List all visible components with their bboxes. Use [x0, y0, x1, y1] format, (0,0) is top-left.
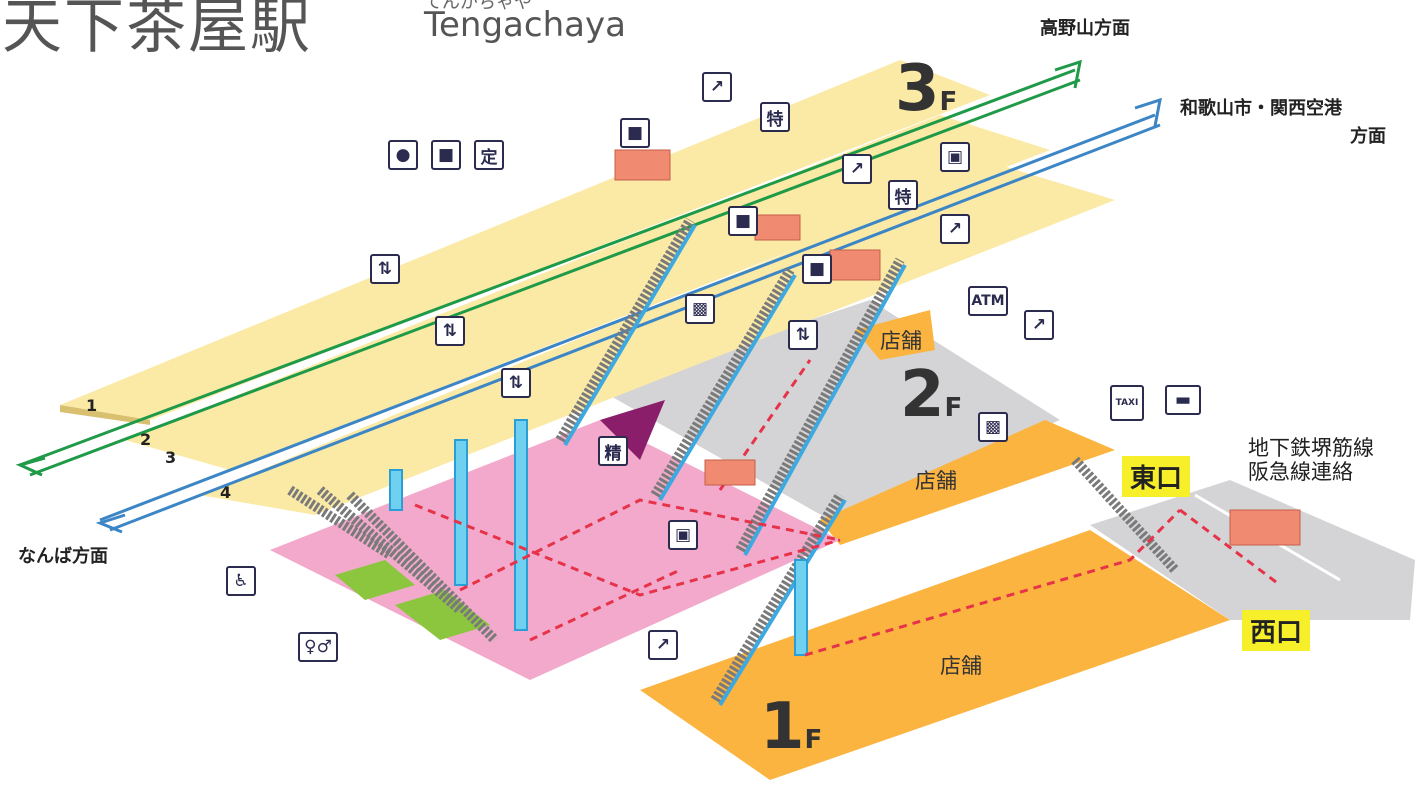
connection-hankyu: 阪急線連絡	[1248, 460, 1353, 484]
shop-label-2f: 店舗	[915, 469, 957, 493]
luggage-icon: ▩	[685, 294, 715, 324]
escalator-icon-3f-3: ↗	[940, 214, 970, 244]
elevator-icon-3: ⇅	[501, 368, 531, 398]
ticket-office-icon: ■	[431, 140, 461, 170]
platform-number-3: 3	[165, 448, 177, 467]
floor-1-number: 1	[760, 690, 805, 764]
limited-express-ticket-icon-2: 特	[888, 180, 918, 210]
escalator-icon-2f: ↗	[1024, 310, 1054, 340]
floor-label-2f: 2F	[900, 358, 962, 432]
floor-1-suffix: F	[804, 725, 823, 755]
station-name-kana: てんがちゃや	[424, 0, 532, 13]
atm-label: ATM	[971, 293, 1005, 309]
floor-3-suffix: F	[939, 87, 958, 117]
direction-wakayama-line2: 方面	[1350, 126, 1386, 147]
platform-4	[200, 165, 1115, 515]
rail-wakayama-blue	[99, 113, 1156, 522]
escalator-icon-3f: ↗	[702, 72, 732, 102]
floor-label-3f: 3F	[895, 52, 957, 126]
floor-2f-shop	[820, 420, 1115, 545]
atm-icon: ATM	[968, 286, 1008, 316]
fare-adjustment-icon: 精	[598, 436, 628, 466]
station-name-en: Tengachaya	[424, 5, 626, 45]
direction-wakayama-line1: 和歌山市・関西空港	[1180, 98, 1342, 119]
elevator-icon-2f: ⇅	[788, 320, 818, 350]
exit-plaza	[1090, 480, 1415, 620]
exit-west[interactable]: 西口	[1242, 610, 1311, 651]
bus-icon: ▬	[1165, 385, 1201, 415]
floor-1f	[640, 530, 1230, 780]
elevator-icon-2: ⇅	[435, 316, 465, 346]
floor-2-suffix: F	[944, 393, 963, 423]
elevator-icon: ⇅	[370, 254, 400, 284]
direction-koyasan: 高野山方面	[1040, 18, 1130, 39]
floor-2-number: 2	[900, 358, 945, 432]
connection-subway: 地下鉄堺筋線	[1248, 436, 1374, 460]
exit-east[interactable]: 東口	[1122, 456, 1191, 497]
shop-label-1f: 店舗	[940, 654, 982, 678]
coin-locker-icon: ▣	[940, 142, 970, 172]
shop-label-2f-upper: 店舗	[880, 329, 922, 353]
limited-express-ticket-icon: 特	[760, 102, 790, 132]
platform-2-3	[125, 115, 1050, 470]
floor-3-number: 3	[895, 52, 940, 126]
wheelchair-icon: ♿	[226, 566, 256, 596]
taxi-label: TAXI	[1115, 398, 1139, 408]
restroom-icon: ♀♂	[298, 632, 338, 662]
escalator-icon-1f: ↗	[648, 630, 678, 660]
waiting-room-icon-2: ■	[728, 206, 758, 236]
platform-number-2: 2	[140, 430, 152, 449]
waiting-room-icon: ■	[620, 118, 650, 148]
floor-label-1f: 1F	[760, 690, 822, 764]
rail-koyasan-green	[19, 68, 1076, 467]
station-name-jp: 天下茶屋駅	[2, 0, 312, 62]
taxi-icon: TAXI	[1110, 385, 1144, 421]
station-staff-icon: ●	[388, 140, 418, 170]
escalator-icon-3f-2: ↗	[842, 154, 872, 184]
coin-locker-icon-2: ▣	[668, 520, 698, 550]
platform-number-1: 1	[86, 396, 98, 415]
commuter-pass-icon: 定	[474, 140, 504, 170]
direction-namba: なんば方面	[18, 546, 108, 567]
luggage-icon-2: ▩	[978, 412, 1008, 442]
waiting-room-icon-3: ■	[802, 254, 832, 284]
platform-number-4: 4	[220, 483, 232, 502]
platform-1	[60, 60, 990, 420]
